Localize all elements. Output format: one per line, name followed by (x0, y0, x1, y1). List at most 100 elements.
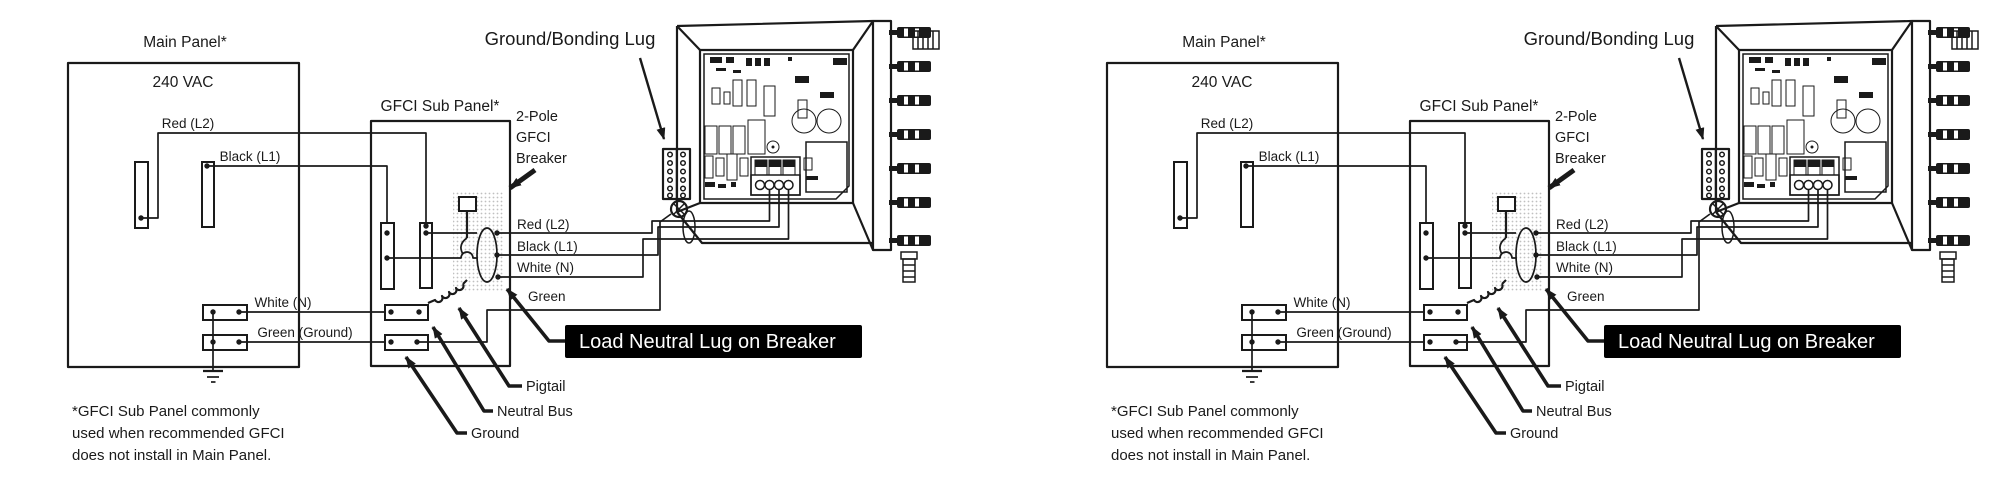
main-panel-box (66, 61, 301, 369)
junction-dot (204, 163, 210, 169)
load-terminal-block (750, 156, 801, 196)
breaker-output-wires: Red (L2) Black (L1) White (N) Green (417, 190, 790, 343)
load-terminal-block (1789, 156, 1840, 196)
sub-panel-box (369, 119, 512, 368)
bonding-screw (1708, 199, 1728, 219)
black-wire-label: Black (L1) (220, 149, 281, 164)
main-panel: Main Panel* 240 VAC Red (L2) Black (L1) (1105, 34, 1466, 383)
breaker-label-3: Breaker (516, 151, 567, 167)
black-wire-label: Black (L1) (1259, 149, 1320, 164)
red-wire-out (1536, 190, 1810, 234)
footnote: *GFCI Sub Panel commonly used when recom… (1111, 403, 1324, 464)
black-wire-out (497, 190, 780, 256)
breaker-handle (458, 196, 477, 212)
wire-grommet (682, 210, 696, 244)
control-box (1700, 19, 1979, 283)
side-plug-connectors (889, 27, 931, 246)
green-wire-out (1456, 213, 1711, 343)
neutral-bus-label: Neutral Bus (497, 404, 573, 420)
breaker-handle (1497, 196, 1516, 212)
footnote-2: used when recommended GFCI (72, 425, 285, 442)
white-wire-label: White (N) (255, 295, 312, 310)
badge-text: Load Neutral Lug on Breaker (579, 331, 836, 353)
ground-bonding-lug-arrow (638, 57, 666, 140)
bonding-screw (669, 199, 689, 219)
main-breaker-bar-left (1173, 161, 1188, 229)
sub-panel-title: GFCI Sub Panel* (1420, 98, 1539, 115)
breaker-feed-bottom (387, 251, 477, 259)
side-plug-connectors (1928, 27, 1970, 246)
red-wire-label: Red (L2) (1201, 116, 1254, 131)
junction-dot (388, 339, 394, 345)
pigtail-coil (427, 279, 468, 305)
control-box (661, 19, 940, 283)
load-neutral-badge: Load Neutral Lug on Breaker (1544, 287, 1901, 358)
breaker-toggle (460, 237, 468, 255)
wiring-diagram: Main Panel* 240 VAC Red (L2) Black (L1) (66, 19, 940, 464)
pigtail-coil (1466, 279, 1507, 305)
red-wire-out (497, 190, 771, 234)
junction-dot (1462, 223, 1468, 229)
sub-bar-right (419, 222, 433, 289)
black-wire-main (207, 165, 388, 233)
junction-dot (384, 230, 390, 236)
out-white-label: White (N) (1556, 260, 1613, 275)
neutral-bus-label: Neutral Bus (1536, 404, 1612, 420)
ground-label: Ground (471, 426, 519, 442)
breaker-toggle (1499, 237, 1507, 255)
enclosure-front-frame (1737, 48, 1894, 205)
white-wire-label: White (N) (1294, 295, 1351, 310)
junction-dot (1177, 215, 1183, 221)
junction-dot (138, 215, 144, 221)
gfci-sub-panel: GFCI Sub Panel* (1408, 98, 1551, 368)
pigtail-label: Pigtail (1565, 379, 1605, 395)
sub-neutral-bus (384, 304, 429, 321)
junction-dot (1533, 252, 1539, 258)
out-white-label: White (N) (517, 260, 574, 275)
enclosure-right-wall (1715, 19, 1932, 252)
sub-panel-box (1408, 119, 1551, 368)
ground-bonding-lug-label: Ground/Bonding Lug (485, 28, 656, 49)
junction-dot (1455, 309, 1461, 315)
footnote-1: *GFCI Sub Panel commonly (72, 403, 260, 420)
voltage-label: 240 VAC (153, 74, 214, 91)
junction-dot (1533, 230, 1539, 236)
callouts: Ground/Bonding Lug 2-Pole GFCI Breaker L… (404, 28, 862, 442)
badge-text: Load Neutral Lug on Breaker (1618, 331, 1875, 353)
sub-neutral-bus (1423, 304, 1468, 321)
enclosure-front-frame (698, 48, 855, 205)
circuit-board-components (704, 57, 848, 193)
junction-dot (1423, 230, 1429, 236)
out-red-label: Red (L2) (517, 217, 570, 232)
junction-dot (1243, 163, 1249, 169)
footnote-3: does not install in Main Panel. (72, 447, 271, 464)
enclosure-left-edge (1714, 19, 1913, 214)
junction-dot (1534, 274, 1540, 280)
badge-leader-arrow (1544, 287, 1605, 343)
gfci-sub-panel: GFCI Sub Panel* (369, 98, 512, 368)
junction-dot (1427, 309, 1433, 315)
black-wire-main (1246, 165, 1427, 233)
out-black-label: Black (L1) (517, 239, 578, 254)
main-panel-title: Main Panel* (1182, 34, 1266, 51)
junction-dot (494, 230, 500, 236)
drain-fitting-bottom (900, 251, 918, 283)
footnote-2: used when recommended GFCI (1111, 425, 1324, 442)
breaker-arrow (1547, 167, 1576, 191)
red-wire-label: Red (L2) (162, 116, 215, 131)
white-wire-out (1537, 190, 1829, 278)
ground-leader (1443, 355, 1506, 435)
pigtail-leader (457, 307, 522, 388)
ground-bonding-lug-block (661, 147, 692, 201)
footnote-1: *GFCI Sub Panel commonly (1111, 403, 1299, 420)
green-wire-label: Green (Ground) (1296, 325, 1391, 340)
load-neutral-badge: Load Neutral Lug on Breaker (505, 287, 862, 358)
out-red-label: Red (L2) (1556, 217, 1609, 232)
neutral-bus-leader (431, 326, 493, 413)
pigtail-label: Pigtail (526, 379, 566, 395)
junction-dot (1427, 339, 1433, 345)
pigtail-leader (1496, 307, 1561, 388)
footnote: *GFCI Sub Panel commonly used when recom… (72, 403, 285, 464)
breaker-label-2: GFCI (1555, 130, 1590, 146)
